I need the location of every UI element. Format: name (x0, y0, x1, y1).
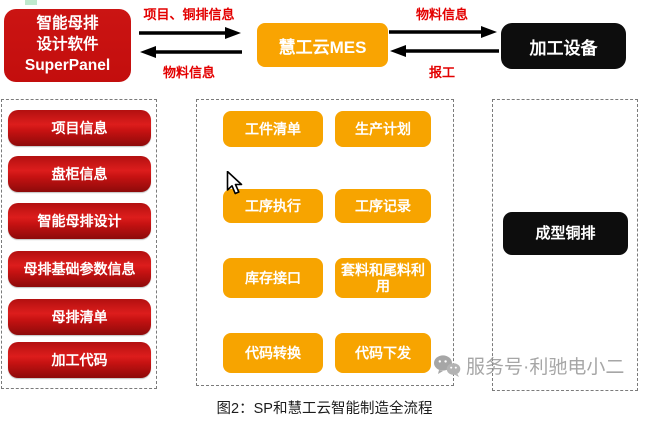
module-workpiece-list: 工件清单 (223, 111, 323, 147)
superpanel-line2: 设计软件 (36, 36, 99, 54)
device-label: 加工设备 (529, 38, 598, 58)
superpanel-modules-panel: 项目信息 盘柜信息 智能母排设计 母排基础参数信息 母排清单 加工代码 (1, 99, 157, 389)
watermark-text: 服务号·利驰电小二 (466, 357, 625, 378)
link-mes-device-forward-label: 物料信息 (415, 7, 468, 22)
node-superpanel: 智能母排 设计软件 SuperPanel (4, 9, 131, 82)
module-production-plan: 生产计划 (335, 111, 431, 147)
wechat-icon (434, 354, 461, 377)
superpanel-line1: 智能母排 (36, 15, 99, 33)
figure-caption: 图2：SP和慧工云智能制造全流程 (216, 401, 433, 417)
module-smart-busbar-design: 智能母排设计 (8, 203, 151, 239)
link-sp-mes-forward-label: 项目、铜排信息 (143, 7, 235, 22)
watermark: 服务号·利驰电小二 (433, 352, 624, 379)
arrow-left-device-to-mes (390, 45, 499, 57)
module-process-execution: 工序执行 (223, 189, 323, 223)
module-code-convert: 代码转换 (223, 333, 323, 373)
link-device-mes-back-label: 报工 (428, 65, 455, 80)
module-project-info: 项目信息 (8, 110, 151, 146)
module-busbar-base-params: 母排基础参数信息 (8, 251, 151, 287)
module-code-dispatch: 代码下发 (335, 333, 431, 373)
mouse-cursor-icon (226, 171, 243, 195)
module-cabinet-info: 盘柜信息 (8, 156, 151, 192)
mes-modules-panel: 工件清单 生产计划 工序执行 工序记录 库存接口 套料和尾料利用 代码转换 代码… (196, 99, 454, 386)
green-marker (25, 0, 37, 5)
output-panel: 成型铜排 (492, 99, 638, 391)
superpanel-line3: SuperPanel (24, 56, 111, 74)
arrow-right-mes-to-device (389, 26, 497, 38)
arrow-left-mes-to-sp (140, 46, 242, 58)
link-mes-sp-back-label: 物料信息 (162, 65, 215, 80)
node-device: 加工设备 (501, 23, 626, 69)
node-mes: 慧工云MES (257, 23, 388, 67)
module-inventory-api: 库存接口 (223, 258, 323, 298)
module-nesting-scrap-use: 套料和尾料利用 (335, 258, 431, 298)
arrow-right-sp-to-mes (139, 27, 241, 39)
output-formed-busbar: 成型铜排 (503, 212, 628, 255)
module-process-record: 工序记录 (335, 189, 431, 223)
mes-label: 慧工云MES (278, 37, 367, 57)
module-busbar-list: 母排清单 (8, 299, 151, 335)
module-machining-code: 加工代码 (8, 342, 151, 378)
